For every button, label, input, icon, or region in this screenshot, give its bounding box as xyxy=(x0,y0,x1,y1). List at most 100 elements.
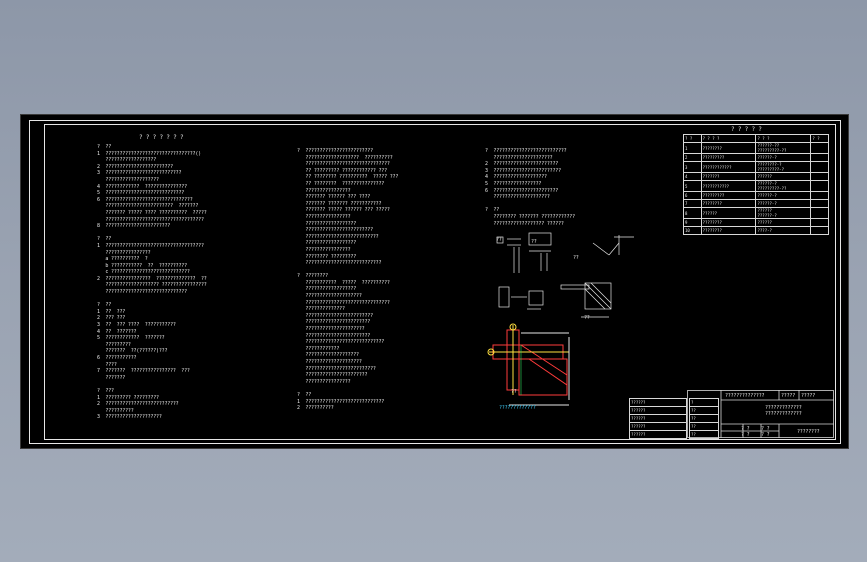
table-row: ?? xyxy=(689,430,719,439)
drawing-title: ????????????? ????????????? xyxy=(765,405,802,417)
table-cell: ? ? ? ? xyxy=(700,134,757,143)
col2-line: ???????????????????? xyxy=(297,359,362,365)
table-cell: 4 xyxy=(683,172,702,181)
col2-line: ???????????? xyxy=(297,345,340,352)
col2-line: ??????? ??????? ??????????? xyxy=(297,200,382,207)
col1-line: 1 ?? ??? xyxy=(97,308,126,315)
col2-line: ?????????????????? xyxy=(297,286,357,293)
col2-line: ?????????????????? xyxy=(297,220,357,227)
drawing-number: ????? xyxy=(801,393,816,399)
table-cell: ???????? xyxy=(700,218,757,227)
col1-line: 5 ???????????????????????????? xyxy=(97,190,185,197)
col2-line: ???????????????? xyxy=(297,213,351,220)
col1-line: 8 ??????????????????????? xyxy=(97,223,171,230)
table-row: 1??????????????-?? ?????????-?? xyxy=(683,142,829,154)
table-cell: ?????? xyxy=(629,406,687,415)
meta-3: ? ? xyxy=(741,432,750,438)
table-row: ?????? xyxy=(629,422,687,431)
table-cell: 5 xyxy=(683,180,702,192)
col1-line: 6 ??????????????????????????????? xyxy=(97,196,193,203)
col1-line: c ???????????????????????????? xyxy=(97,269,190,276)
col2-line: ????????????????????????? xyxy=(297,365,376,372)
table-cell xyxy=(810,142,829,154)
col1-line: ??????????????????? xyxy=(97,176,159,183)
detail-box-2 xyxy=(528,232,552,246)
table-cell: ? ? ? xyxy=(755,134,812,143)
col1-line: ??????? xyxy=(97,374,126,381)
col1-line: a ?????????? ? xyxy=(97,256,148,263)
detail-note: ????????????? xyxy=(499,405,536,411)
col1-line: ?????????? xyxy=(97,407,134,414)
col1-line: ? ?? xyxy=(97,236,112,243)
detail-box-4 xyxy=(584,282,612,310)
col3-line: 5 ????????????????? xyxy=(485,180,542,187)
table-cell: ????????? xyxy=(700,153,757,162)
drawing-sheet: ? ? ? ? ? ? ? ? ??1 ????????????????????… xyxy=(20,114,849,449)
signature-table: ????????? xyxy=(689,398,719,439)
table-row: 5?????????????????-? ?????????-?? xyxy=(683,180,829,192)
table-cell xyxy=(810,226,829,235)
col1-line: 4 ?? ??????? xyxy=(97,328,137,335)
col2-line: ?????????????????????????????? xyxy=(297,299,390,306)
table-cell: ?????? xyxy=(700,207,757,219)
col2-line: ?????????????????????? xyxy=(297,372,368,379)
col1-line: ??????????????????? ???????????????? xyxy=(97,282,207,289)
table-row: 2???????????????-? xyxy=(683,153,829,162)
detail-label-1: ?? xyxy=(496,237,502,243)
col2-line: ??????????????????? xyxy=(297,352,359,359)
col2-line: ??????????????????? ?????????? xyxy=(297,154,393,161)
col2-line: ????????????????????? xyxy=(297,326,365,333)
table-cell: 7 xyxy=(683,199,702,208)
table-cell: ?????? xyxy=(755,172,812,181)
col1-line xyxy=(97,230,209,237)
table-row: 6???????????????-? xyxy=(683,191,829,200)
project-name: ?????????????? xyxy=(725,393,765,399)
table-cell: 1 xyxy=(683,142,702,154)
meta-1: ? ? xyxy=(741,426,750,432)
col3-line: ???????????????????? xyxy=(485,194,550,201)
col2-line: ?????????????? xyxy=(297,306,345,313)
table-cell: ????????-? ?????????-? xyxy=(755,161,812,173)
table-row: 4????????????? xyxy=(683,172,829,181)
col1-line: ? ?? xyxy=(97,144,112,150)
outer-border xyxy=(29,120,841,444)
table-cell: 9 xyxy=(683,218,702,227)
col1-line: 2 ??? ??? xyxy=(97,315,126,322)
table-row: ?????? xyxy=(629,398,687,407)
table-cell: ?? xyxy=(689,430,719,439)
col1-line: 1 ????????? ????????? xyxy=(97,394,159,401)
col1-line: ? ??? xyxy=(97,387,114,394)
col1-line: 7 ??????? ???????????????? ??? xyxy=(97,368,190,375)
table-cell: 6 xyxy=(683,191,702,200)
col1-line: ??????????????????????????????????? xyxy=(97,216,204,223)
table-cell: ??????-? xyxy=(755,153,812,162)
table-cell: ? ? xyxy=(683,134,702,143)
col2-line: ??????????????????????????? xyxy=(297,260,382,267)
notes-column-3: ? ?????????????????????????? ???????????… xyxy=(485,148,575,227)
col1-line: 2 ???????????????????????? xyxy=(97,163,173,170)
table-cell: 10 xyxy=(683,226,702,235)
detail-label-2: ?? xyxy=(531,239,537,245)
col3-line: 2 ??????????????????????? xyxy=(485,161,559,168)
col1-line: 6 ??????????? xyxy=(97,355,137,361)
table-cell: ??????-? xyxy=(755,191,812,200)
col2-line xyxy=(297,267,398,274)
col1-line: 3 ?? ??? ???? ??????????? xyxy=(97,322,176,329)
connection-detail xyxy=(487,323,570,406)
table-cell xyxy=(810,191,829,200)
col1-line xyxy=(97,381,209,388)
table-row: ?????? xyxy=(629,406,687,415)
col1-line: 2 ???????????????? ?????????????? ?? xyxy=(97,275,210,282)
table-row: 8???????????? ??????-? xyxy=(683,207,829,219)
col2-line: ???????? ????????? xyxy=(297,253,357,260)
col2-line: ???????????????????? xyxy=(297,293,362,300)
notes-column-2: ? ???????????????????????? ?????????????… xyxy=(297,148,398,412)
table-cell: ???????????? xyxy=(700,161,757,173)
notes-title: ? ? ? ? ? ? ? xyxy=(139,134,184,141)
detail-caption: ?? xyxy=(511,389,517,395)
col1-line: ??????? ??(??????)??? xyxy=(97,348,168,355)
col1-line: ????????????????????????????? xyxy=(97,289,187,296)
col1-line xyxy=(97,296,209,303)
col1-line: 4 ???????????? ??????????????? xyxy=(97,183,187,190)
table-cell: ?????? xyxy=(629,430,687,439)
